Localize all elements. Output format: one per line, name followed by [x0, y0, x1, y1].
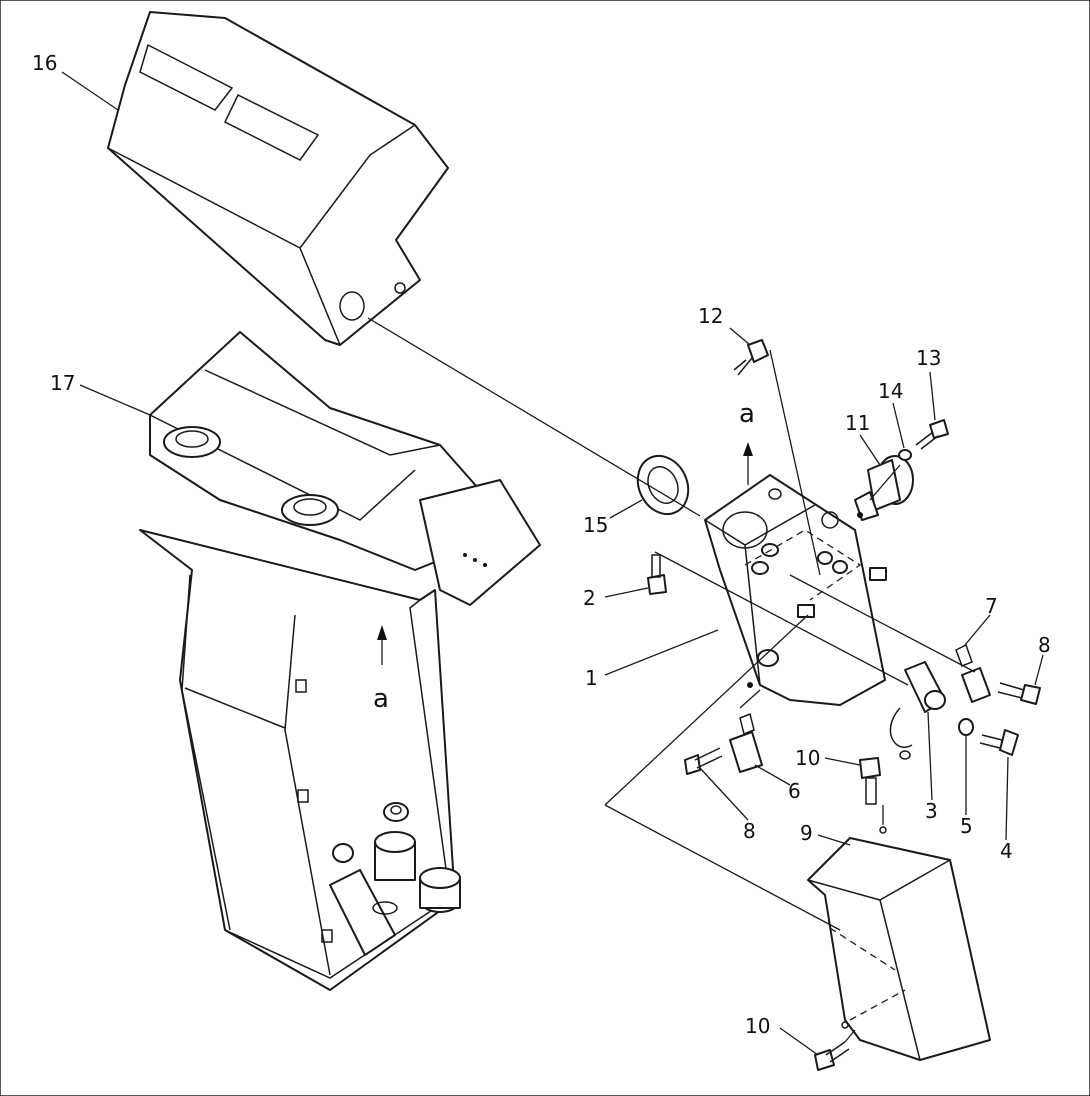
reference-letter-a-lower: a: [373, 684, 389, 714]
part-7-switch: [955, 643, 991, 703]
callout-15: 15: [583, 513, 608, 537]
part-4-bolt: [979, 729, 1019, 756]
callout-7: 7: [985, 594, 998, 618]
callout-8-upper: 8: [1038, 633, 1051, 657]
callout-2: 2: [583, 586, 596, 610]
callout-13: 13: [916, 346, 941, 370]
reference-letter-a-upper: a: [739, 399, 755, 429]
callout-labels: 16 17 12 13 14 11 15 2 7 8 1 10 6 3 5 4 …: [32, 51, 1051, 1038]
part-16-upper-cover: [107, 11, 449, 346]
callout-10-lower: 10: [745, 1014, 770, 1038]
part-12-bolt: [733, 339, 769, 376]
callout-17: 17: [50, 371, 75, 395]
callout-16: 16: [32, 51, 57, 75]
part-1-switch-bracket: [704, 474, 887, 706]
part-15-grommet: [636, 454, 690, 516]
part-10-bolt-lower: [814, 1041, 850, 1071]
part-6-switch: [729, 712, 763, 773]
callout-3: 3: [925, 799, 938, 823]
part-9-cover: [807, 826, 991, 1061]
reference-arrow-lower: [377, 625, 387, 665]
column-body: [139, 529, 461, 991]
callout-5: 5: [960, 814, 973, 838]
reference-letters: a a: [373, 399, 755, 714]
callout-12: 12: [698, 304, 723, 328]
callout-6: 6: [788, 779, 801, 803]
assembly-lines: [61, 71, 1044, 1056]
part-3-switch: [889, 661, 946, 760]
part-2-bolt: [647, 554, 667, 595]
callout-4: 4: [1000, 839, 1013, 863]
part-13-screw: [915, 419, 949, 450]
reference-arrow-upper: [743, 442, 753, 485]
part-10-bolt-upper: [859, 757, 881, 805]
callout-8-lower: 8: [743, 819, 756, 843]
part-5-washer: [958, 718, 974, 736]
callout-11: 11: [845, 411, 870, 435]
callout-10-upper: 10: [795, 746, 820, 770]
part-8-bolt-lower: [684, 747, 723, 775]
callout-9: 9: [800, 821, 813, 845]
callout-1: 1: [585, 666, 598, 690]
part-8-bolt-upper: [997, 682, 1041, 705]
callout-14: 14: [878, 379, 903, 403]
part-14-washer: [898, 449, 912, 461]
part-17-upper-frame: [149, 331, 541, 606]
